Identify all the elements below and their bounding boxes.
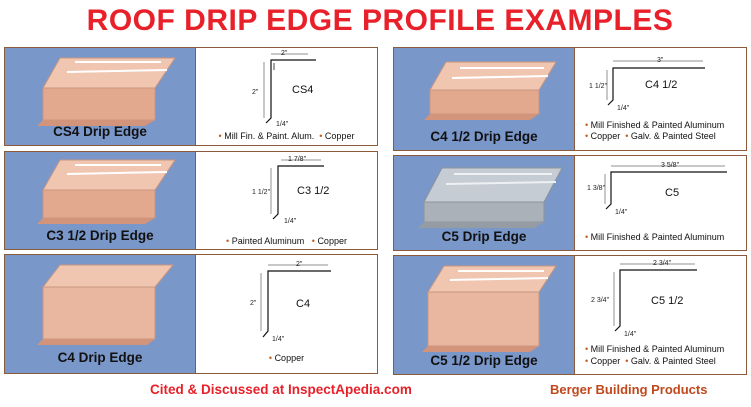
finish-note: Mill Fin. & Paint. Alum. [224,131,315,141]
finish-note: Copper [317,236,347,246]
product-photo-c5-1-2: C5 1/2 Drip Edge [394,256,574,374]
dimension-top: 2" [296,261,303,268]
profile-code: C4 [296,298,310,310]
finish-note: Galv. & Painted Steel [630,356,716,366]
bullet-icon: • [625,356,629,366]
drip-edge-illustration [37,159,176,224]
dimension-lip: 1/4" [624,331,637,338]
finish-notes: • Mill Fin. & Paint. Alum. • Copper [196,131,377,141]
product-label: C5 Drip Edge [441,229,527,244]
profile-diagram-c4-1-2: 3" 1 1/2" 1/4" C4 1/2 • Mill Finished & … [574,48,746,150]
profile-drawing: 2 3/4" 2 3/4" 1/4" C5 1/2 [591,260,697,338]
bullet-icon: • [585,232,589,242]
dimension-side: 1 3/8" [587,185,606,192]
citation-link[interactable]: Cited & Discussed at InspectApedia.com [150,382,412,397]
source-credit: Berger Building Products [550,382,708,397]
finish-note: Painted Aluminum [231,236,305,246]
dimension-lip: 1/4" [617,105,630,112]
product-photo-c4-1-2: C4 1/2 Drip Edge [394,48,574,150]
product-card-c4-1-2: C4 1/2 Drip Edge 3" 1 1/2" 1/4" C4 1/2 •… [393,47,747,151]
product-card-c3-1-2: C3 1/2 Drip Edge 1 7/8" 1 1/2" 1/4" C3 1… [4,151,378,250]
dimension-side: 2" [250,300,257,307]
profile-diagram-c4: 2" 2" 1/4" C4 • Copper [195,255,377,373]
drip-edge-illustration [422,265,557,352]
drip-edge-illustration [418,167,563,228]
drip-edge-illustration [37,264,175,345]
product-photo-c5: C5 Drip Edge [394,156,574,250]
finish-note: Mill Finished & Painted Aluminum [590,232,725,242]
finish-notes: • Mill Finished & Painted Aluminum [585,120,746,130]
bullet-icon: • [625,131,629,141]
drip-edge-illustration [37,57,176,126]
profile-code: CS4 [292,84,313,96]
profile-diagram-c3-1-2: 1 7/8" 1 1/2" 1/4" C3 1/2 • Painted Alum… [195,152,377,249]
finish-note: Galv. & Painted Steel [630,131,716,141]
product-label: C3 1/2 Drip Edge [46,228,154,243]
profile-code: C4 1/2 [645,79,677,91]
dimension-lip: 1/4" [615,209,628,216]
finish-note: Copper [274,353,305,363]
finish-notes: • Painted Aluminum • Copper [196,236,377,246]
finish-note: Mill Finished & Painted Aluminum [590,344,725,354]
bullet-icon: • [226,236,230,246]
dimension-side: 2 3/4" [591,297,610,304]
bullet-icon: • [319,131,323,141]
dimension-top: 2" [281,50,288,57]
product-photo-c3-1-2: C3 1/2 Drip Edge [5,152,195,249]
finish-note: Mill Finished & Painted Aluminum [590,120,725,130]
profile-code: C5 [665,187,679,199]
profile-drawing: 2" 2" 1/4" C4 [250,261,331,343]
finish-note: Copper [590,131,621,141]
profile-drawing: 1 7/8" 1 1/2" 1/4" C3 1/2 [252,156,329,225]
dimension-side: 1 1/2" [589,83,608,90]
left-panel: CS4 Drip Edge 2" 2" 1/4" CS4 • Mill Fin.… [4,47,378,375]
profile-diagram-cs4: 2" 2" 1/4" CS4 • Mill Fin. & Paint. Alum… [195,48,377,145]
profile-drawing: 3 5/8" 1 3/8" 1/4" C5 [587,162,727,216]
drip-edge-illustration [424,61,557,120]
dimension-lip: 1/4" [272,336,285,343]
dimension-top: 3 5/8" [661,162,680,169]
bullet-icon: • [311,236,315,246]
finish-note: Copper [324,131,355,141]
bullet-icon: • [218,131,222,141]
dimension-lip: 1/4" [276,121,289,128]
profile-code: C5 1/2 [651,295,683,307]
bullet-icon: • [585,120,589,130]
dimension-top: 2 3/4" [653,260,672,267]
product-card-c4: C4 Drip Edge 2" 2" 1/4" C4 • Copper [4,254,378,374]
finish-notes: • Copper • Galv. & Painted Steel [585,356,746,366]
page-title: ROOF DRIP EDGE PROFILE EXAMPLES [86,4,674,37]
profile-code: C3 1/2 [297,185,329,197]
profile-drawing: 3" 1 1/2" 1/4" C4 1/2 [589,57,705,112]
product-card-c5: C5 Drip Edge 3 5/8" 1 3/8" 1/4" C5 • Mil… [393,155,747,251]
product-card-c5-1-2: C5 1/2 Drip Edge 2 3/4" 2 3/4" 1/4" C5 1… [393,255,747,375]
dimension-side: 1 1/2" [252,189,271,196]
bullet-icon: • [585,356,589,366]
product-label: C4 Drip Edge [57,350,143,365]
profile-diagram-c5: 3 5/8" 1 3/8" 1/4" C5 • Mill Finished & … [574,156,746,250]
profile-drawing: 2" 2" 1/4" CS4 [252,50,316,128]
profile-diagram-c5-1-2: 2 3/4" 2 3/4" 1/4" C5 1/2 • Mill Finishe… [574,256,746,374]
finish-note: Copper [590,356,621,366]
product-card-cs4: CS4 Drip Edge 2" 2" 1/4" CS4 • Mill Fin.… [4,47,378,146]
product-label: C5 1/2 Drip Edge [430,353,538,368]
product-label: C4 1/2 Drip Edge [430,129,538,144]
dimension-side: 2" [252,89,259,96]
finish-notes: • Mill Finished & Painted Aluminum [585,344,746,354]
product-photo-cs4: CS4 Drip Edge [5,48,195,145]
product-photo-c4: C4 Drip Edge [5,255,195,373]
right-panel: C4 1/2 Drip Edge 3" 1 1/2" 1/4" C4 1/2 •… [393,47,747,375]
dimension-top: 1 7/8" [288,156,307,163]
product-label: CS4 Drip Edge [53,124,147,139]
dimension-lip: 1/4" [284,218,297,225]
dimension-top: 3" [657,57,664,64]
bullet-icon: • [585,344,589,354]
finish-notes: • Copper [196,353,377,363]
finish-notes: • Mill Finished & Painted Aluminum [585,232,746,242]
bullet-icon: • [585,131,589,141]
finish-notes: • Copper • Galv. & Painted Steel [585,131,746,141]
bullet-icon: • [268,353,273,363]
